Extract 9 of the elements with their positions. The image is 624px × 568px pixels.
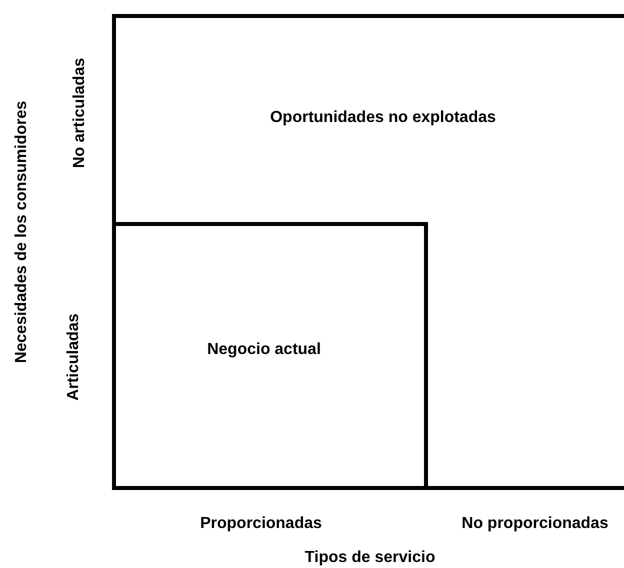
region-label: Oportunidades no explotadas (270, 109, 496, 127)
axis-title: Tipos de servicio (304, 549, 436, 567)
axis-category-label: No articuladas (71, 58, 89, 168)
axis-title: Necesidades de los consumidores (13, 100, 31, 364)
axis-category-label: No proporcionadas (462, 515, 608, 533)
region-box (112, 14, 624, 490)
axis-category-label: Articuladas (65, 313, 83, 401)
region-label: Negocio actual (207, 341, 321, 359)
axis-category-label: Proporcionadas (200, 515, 322, 533)
